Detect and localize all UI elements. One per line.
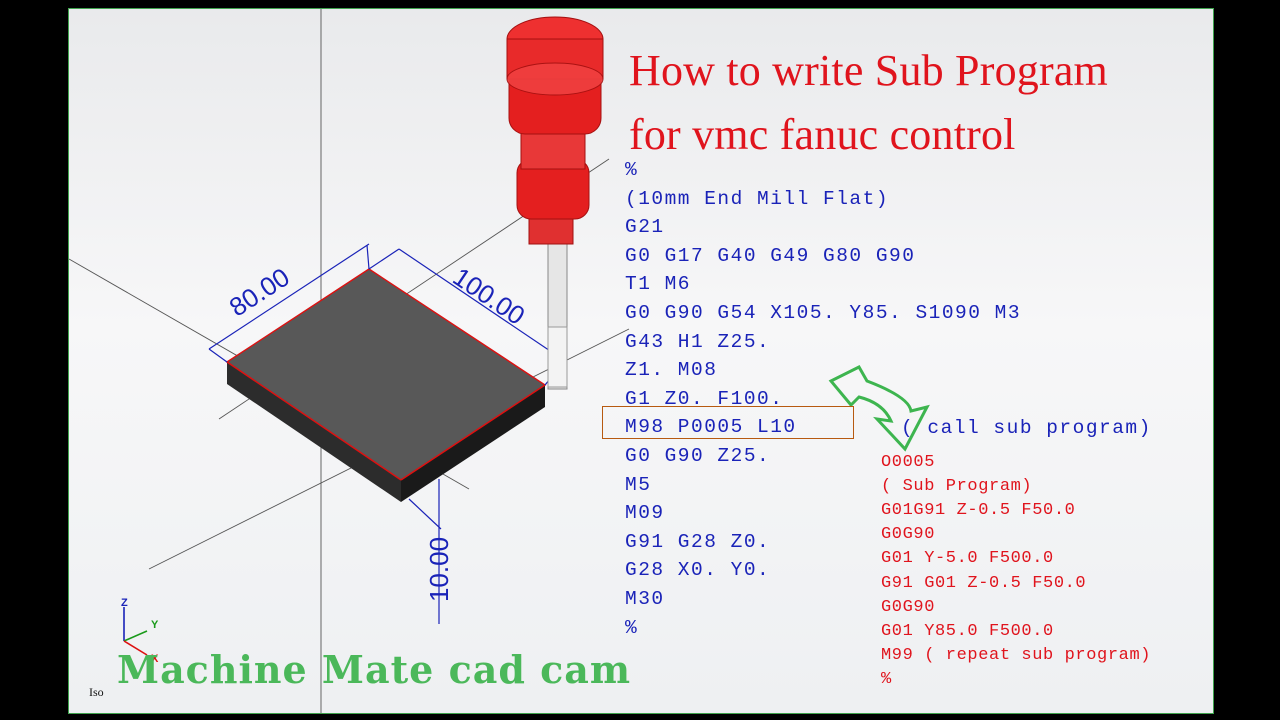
sub-program-line: ( Sub Program) xyxy=(881,477,1033,497)
sub-program-line: G01 Y85.0 F500.0 xyxy=(881,621,1054,641)
main-program-line: (10mm End Mill Flat) xyxy=(625,187,890,210)
sub-program-line: G01G91 Z-0.5 F50.0 xyxy=(881,501,1076,521)
cad-viewport[interactable]: How to write Sub Program for vmc fanuc c… xyxy=(68,8,1214,714)
call-sub-comment: ( call sub program) xyxy=(901,417,1152,439)
end-mill-flute xyxy=(547,326,568,388)
dimension-lines xyxy=(208,243,566,624)
sub-program-line: G0G90 xyxy=(881,597,936,617)
main-program-line: M5 xyxy=(625,473,652,496)
view-mode-label: Iso xyxy=(89,685,104,699)
sub-program-line: O0005 xyxy=(881,453,936,472)
axis-triad xyxy=(123,607,148,656)
axis-z-label: Z xyxy=(121,597,128,609)
dim-label-height: 10.00 xyxy=(424,536,455,603)
dim-line-length xyxy=(398,248,566,362)
main-program-line: M09 xyxy=(625,502,665,525)
main-program-line: G28 X0. Y0. xyxy=(625,559,771,582)
axis-y-label: Y xyxy=(151,619,159,631)
sub-program-line: G01 Y-5.0 F500.0 xyxy=(881,549,1054,569)
block-left-face xyxy=(227,362,401,502)
call-line-highlight xyxy=(602,406,854,439)
main-program-line: G21 xyxy=(625,216,665,239)
curved-arrow-icon xyxy=(828,365,930,452)
main-program-line: G0 G17 G40 G49 G80 G90 xyxy=(625,244,916,267)
main-program-line: M30 xyxy=(625,588,665,610)
main-program-line: M98 P0005 L10 xyxy=(625,416,797,439)
main-program-line: % xyxy=(625,616,639,639)
spindle-tool xyxy=(506,16,604,390)
dim-line-width xyxy=(208,243,370,350)
main-program-line: G43 H1 Z25. xyxy=(625,330,771,353)
call-arrow xyxy=(828,365,930,452)
main-program-line: G91 G28 Z0. xyxy=(625,530,771,553)
main-program-line: Z1. M08 xyxy=(625,359,718,382)
iso-scene xyxy=(69,9,930,713)
video-title-line2: for vmc fanuc control xyxy=(629,110,1016,159)
sub-program-line: M99 ( repeat sub program) xyxy=(881,645,1152,665)
sub-program-line: G91 G01 Z-0.5 F50.0 xyxy=(881,573,1087,593)
channel-watermark: Machine Mate cad cam xyxy=(117,647,632,692)
main-program-line: G0 G90 G54 X105. Y85. S1090 M3 xyxy=(625,302,1022,324)
main-program-line: % xyxy=(625,159,639,181)
axis-x-label: X xyxy=(151,653,159,665)
main-program-line: G1 Z0. F100. xyxy=(625,387,784,410)
block-right-face xyxy=(401,385,545,502)
sub-program-line: % xyxy=(881,669,892,689)
sub-program-line: G0G90 xyxy=(881,525,936,545)
video-title-line1: How to write Sub Program xyxy=(629,46,1108,95)
main-program-line: T1 M6 xyxy=(625,273,692,296)
main-program-line: G0 G90 Z25. xyxy=(625,445,771,467)
